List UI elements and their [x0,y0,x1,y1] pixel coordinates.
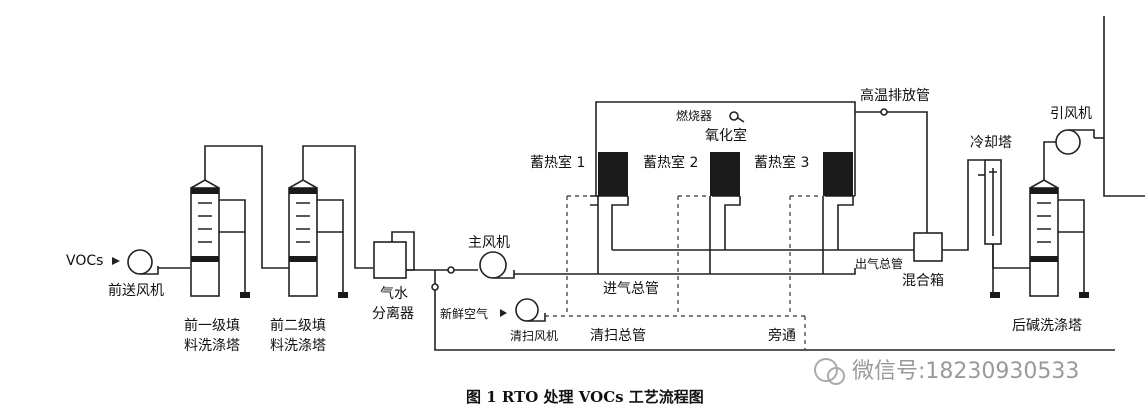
mixing-box [913,232,943,262]
induced-fan-label: 引风机 [1050,106,1092,122]
exhaust-valve-icon [880,108,888,116]
separator-label-line1: 气水 [380,286,408,302]
exhaust-stack [1103,16,1145,197]
alkali-scrubber [1029,179,1089,298]
regen-chamber-1-label: 蓄热室 1 [530,154,585,171]
figure-caption: 图 1 RTO 处理 VOCs 工艺流程图 [466,388,704,406]
watermark-text: 微信号:18230930533 [852,359,1079,384]
wechat-watermark: 微信号:18230930533 [814,358,1079,385]
purge-fan-label: 清扫风机 [510,329,558,343]
vocs-label: VOCs [66,253,103,269]
rto-oxidizer [590,101,856,240]
inlet-header-label: 进气总管 [603,281,659,297]
front-fan-label: 前送风机 [108,282,164,299]
bypass-valve-icon [431,283,439,291]
regen-chamber-2-label: 蓄热室 2 [643,154,698,171]
bypass-label: 旁通 [768,327,796,344]
burner-label: 燃烧器 [676,108,712,123]
outlet-header-label: 出气总管 [855,256,903,271]
induced-fan-icon [1055,129,1095,155]
wechat-icon [814,358,838,382]
oxidation-chamber-label: 氧化室 [705,127,747,144]
scrubber-2-label-line1: 前二级填 [270,317,326,334]
gas-water-separator [373,231,415,279]
cooling-tower-label: 冷却塔 [970,135,1012,151]
purge-fan-icon [515,298,546,322]
purge-header-label: 清扫总管 [590,328,646,344]
scrubber-1-label-line1: 前一级填 [184,317,240,334]
fresh-air-arrow-icon [500,309,507,317]
cooling-tower [978,159,1030,298]
hot-exhaust-label: 高温排放管 [860,87,930,104]
mixing-box-label: 混合箱 [902,273,944,289]
scrubber-2-label-line2: 料洗涤塔 [270,338,326,354]
front-fan-icon [127,249,159,275]
vocs-arrow-icon [112,257,120,265]
separator-label-line2: 分离器 [372,305,414,322]
main-fan-label: 主风机 [468,235,510,251]
scrubber-1-label-line2: 料洗涤塔 [184,338,240,354]
scrubber-1 [190,179,250,298]
alkali-scrubber-label: 后碱洗涤塔 [1012,318,1082,334]
valve-icon [447,266,455,274]
main-fan-icon [479,251,515,279]
fresh-air-label: 新鲜空气 [440,306,488,321]
scrubber-2 [288,179,348,298]
regen-chamber-3-label: 蓄热室 3 [754,154,809,171]
